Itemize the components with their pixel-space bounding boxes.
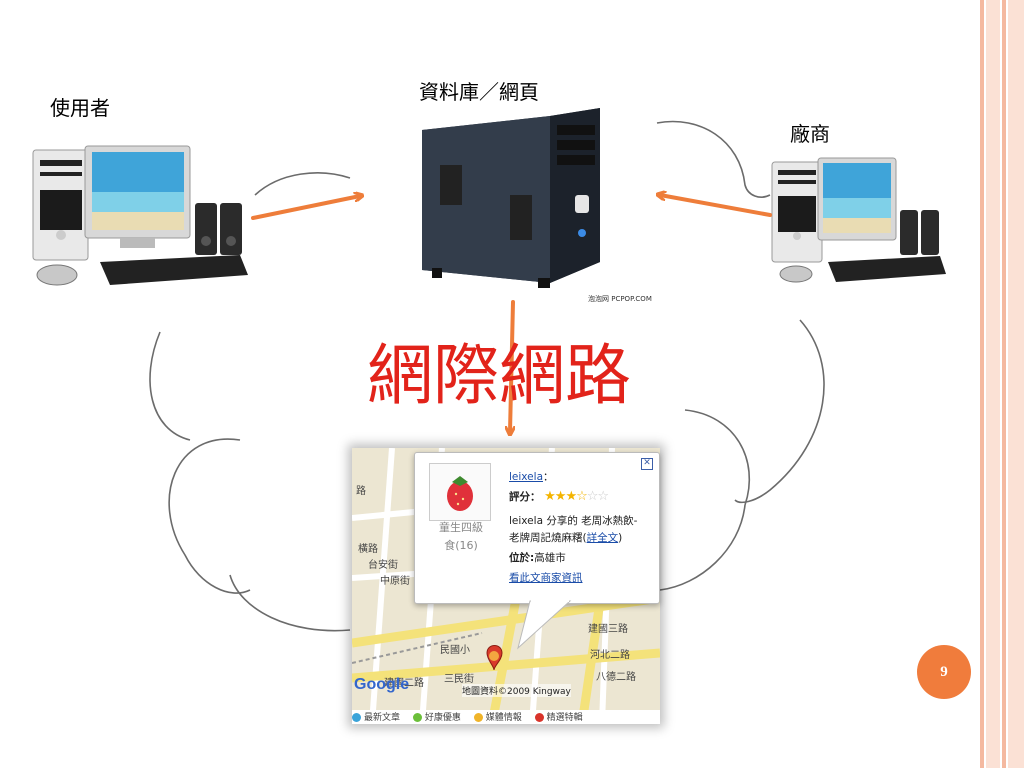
map-info-window: ✕ 童生四級 食(16) leixela： 評分： ★★★☆☆☆ leixela… xyxy=(414,452,660,604)
street-label: 建國三路 xyxy=(588,624,628,635)
vendor-pc-icon xyxy=(771,157,946,283)
street-label: 台安街 xyxy=(368,560,398,571)
close-icon[interactable]: ✕ xyxy=(641,458,653,470)
street-label: 橫路 xyxy=(358,544,378,555)
arrow-server-to-map xyxy=(510,300,513,432)
popup-share-line-1: leixela 分享的 老周冰熱飲- xyxy=(509,515,638,527)
footer-item[interactable]: 精選特輯 xyxy=(534,713,583,723)
vendor-label: 廠商 xyxy=(790,122,830,146)
thumbnail-caption: 童生四級 食(16) xyxy=(439,521,483,552)
dot-icon xyxy=(412,713,422,722)
street-label: 路 xyxy=(356,486,366,497)
page-number-badge: 9 xyxy=(917,645,971,699)
dot-icon xyxy=(473,713,483,722)
street-label: 建國二路 xyxy=(384,678,424,689)
street-label: 河北二路 xyxy=(590,650,630,661)
user-pc-icon xyxy=(32,145,248,286)
read-more-link[interactable]: 詳全文 xyxy=(586,532,619,544)
dot-icon xyxy=(534,713,544,722)
image-watermark: 泡泡网 PCPOP.COM xyxy=(588,295,652,303)
popup-share-line-2: 老牌周記燒麻糬(詳全文) xyxy=(509,532,623,544)
google-logo[interactable]: Google xyxy=(354,676,409,694)
street-label: 中原街 xyxy=(380,576,410,587)
internet-title: 網際網路 xyxy=(367,337,631,414)
footer-item[interactable]: 最新文章 xyxy=(352,713,400,723)
arrow-user-to-server xyxy=(251,196,360,220)
footer-item[interactable]: 媒體情報 xyxy=(473,713,522,723)
server-tower-icon xyxy=(422,108,600,288)
arrow-vendor-to-server xyxy=(660,195,772,217)
internet-cloud-outline xyxy=(149,120,825,632)
popup-vendor-line: 看此文商家資訊 xyxy=(509,570,583,585)
popup-username-line: leixela： xyxy=(509,471,554,483)
footer-item[interactable]: 好康優惠 xyxy=(412,713,461,723)
google-logo-text: Google xyxy=(354,676,410,693)
slide-border-stripes xyxy=(968,0,1024,768)
user-label: 使用者 xyxy=(50,96,110,120)
popup-rating-line: 評分： ★★★☆☆☆ xyxy=(509,489,609,504)
strawberry-thumbnail-icon[interactable] xyxy=(429,463,491,521)
street-label: 民國小 xyxy=(440,645,470,656)
map-footer: 最新文章 好康優惠 媒體情報 精選特輯 xyxy=(352,710,660,724)
dot-icon xyxy=(352,713,361,722)
street-label: 八德二路 xyxy=(596,672,636,683)
username-link[interactable]: leixela xyxy=(509,471,543,483)
database-label: 資料庫／網頁 xyxy=(419,80,539,104)
strawberry-image xyxy=(447,476,473,511)
street-label: 三民街 xyxy=(444,674,474,685)
rating-stars: ★★★☆☆☆ xyxy=(544,489,609,504)
data-flow-arrows xyxy=(251,195,772,432)
map-copyright: 地圖資料©2009 Kingway xyxy=(462,684,571,697)
popup-location-line: 位於:高雄市 xyxy=(509,552,566,564)
vendor-info-link[interactable]: 看此文商家資訊 xyxy=(509,572,583,584)
